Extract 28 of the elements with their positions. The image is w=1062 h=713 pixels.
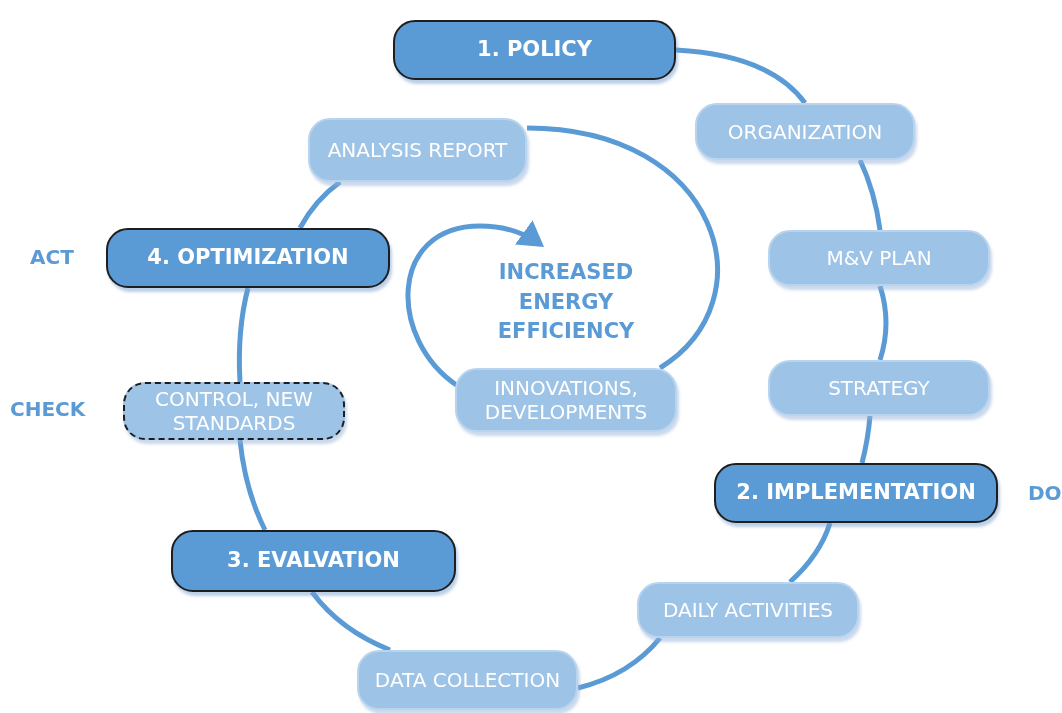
- step-box: STRATEGY: [768, 360, 990, 416]
- step-box: M&V PLAN: [768, 230, 990, 286]
- connector-line: [788, 522, 833, 584]
- connector-line: [859, 415, 873, 464]
- connector-line: [877, 285, 889, 361]
- connector-line: [297, 180, 342, 230]
- step-box: INNOVATIONS, DEVELOPMENTS: [455, 368, 677, 432]
- step-box: ORGANIZATION: [695, 103, 915, 160]
- step-box: DATA COLLECTION: [357, 650, 578, 710]
- phase-box: 2. IMPLEMENTATION: [714, 463, 998, 523]
- dashed-step-box: CONTROL, NEW STANDARDS: [123, 382, 345, 440]
- connector-line: [236, 287, 251, 383]
- connector-line: [310, 590, 391, 653]
- phase-box: 3. EVALVATION: [171, 530, 456, 592]
- phase-label: ACT: [30, 245, 74, 269]
- connector-line: [577, 636, 662, 691]
- step-box: DAILY ACTIVITIES: [637, 582, 859, 638]
- phase-box: 4. OPTIMIZATION: [106, 228, 390, 288]
- phase-box: 1. POLICY: [393, 20, 676, 80]
- connector-line: [675, 47, 807, 105]
- step-box: ANALYSIS REPORT: [308, 118, 527, 182]
- connector-line: [526, 125, 720, 370]
- goal-text: INCREASED ENERGY EFFICIENCY: [478, 255, 654, 350]
- connector-line: [237, 439, 268, 532]
- phase-label: DO: [1028, 481, 1062, 505]
- phase-label: CHECK: [10, 397, 86, 421]
- connector-line: [857, 158, 883, 231]
- curved-arrow: [405, 220, 545, 388]
